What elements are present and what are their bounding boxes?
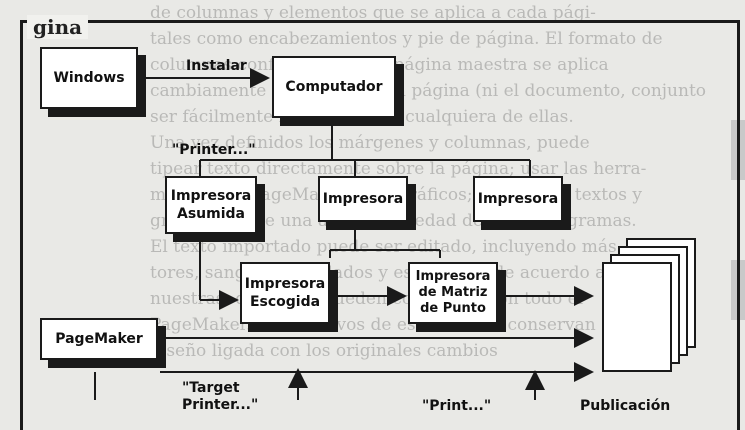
publicacion-label: Publicación [580, 398, 670, 415]
page-sheet [602, 262, 672, 372]
windows-label: Windows [53, 69, 124, 87]
printer-menu-label: "Printer..." [172, 142, 256, 159]
instalar-label: Instalar [186, 58, 247, 75]
impresora-asumida-box: Impresora Asumida [165, 176, 257, 234]
print-label: "Print..." [422, 398, 491, 415]
windows-box: Windows [40, 47, 138, 109]
impresora-matriz-label: Impresora de Matriz de Punto [416, 269, 491, 317]
impresora-mid-box: Impresora [318, 176, 408, 222]
diagram-stage: de columnas y elementos que se aplica a … [0, 0, 745, 420]
publicacion-pages [600, 238, 700, 388]
pagemaker-box: PageMaker [40, 318, 158, 360]
impresora-right-label: Impresora [478, 190, 559, 208]
impresora-matriz-box: Impresora de Matriz de Punto [408, 262, 498, 324]
impresora-right-box: Impresora [473, 176, 563, 222]
pagemaker-label: PageMaker [55, 330, 143, 348]
target-printer-label: "Target Printer..." [182, 380, 258, 414]
impresora-escogida-box: Impresora Escogida [240, 262, 330, 324]
impresora-asumida-label: Impresora Asumida [171, 187, 252, 223]
impresora-escogida-label: Impresora Escogida [245, 275, 326, 311]
computador-label: Computador [285, 78, 382, 96]
impresora-mid-label: Impresora [323, 190, 404, 208]
target-printer-line1: "Target [182, 380, 258, 397]
target-printer-line2: Printer..." [182, 397, 258, 414]
computador-box: Computador [272, 56, 396, 118]
